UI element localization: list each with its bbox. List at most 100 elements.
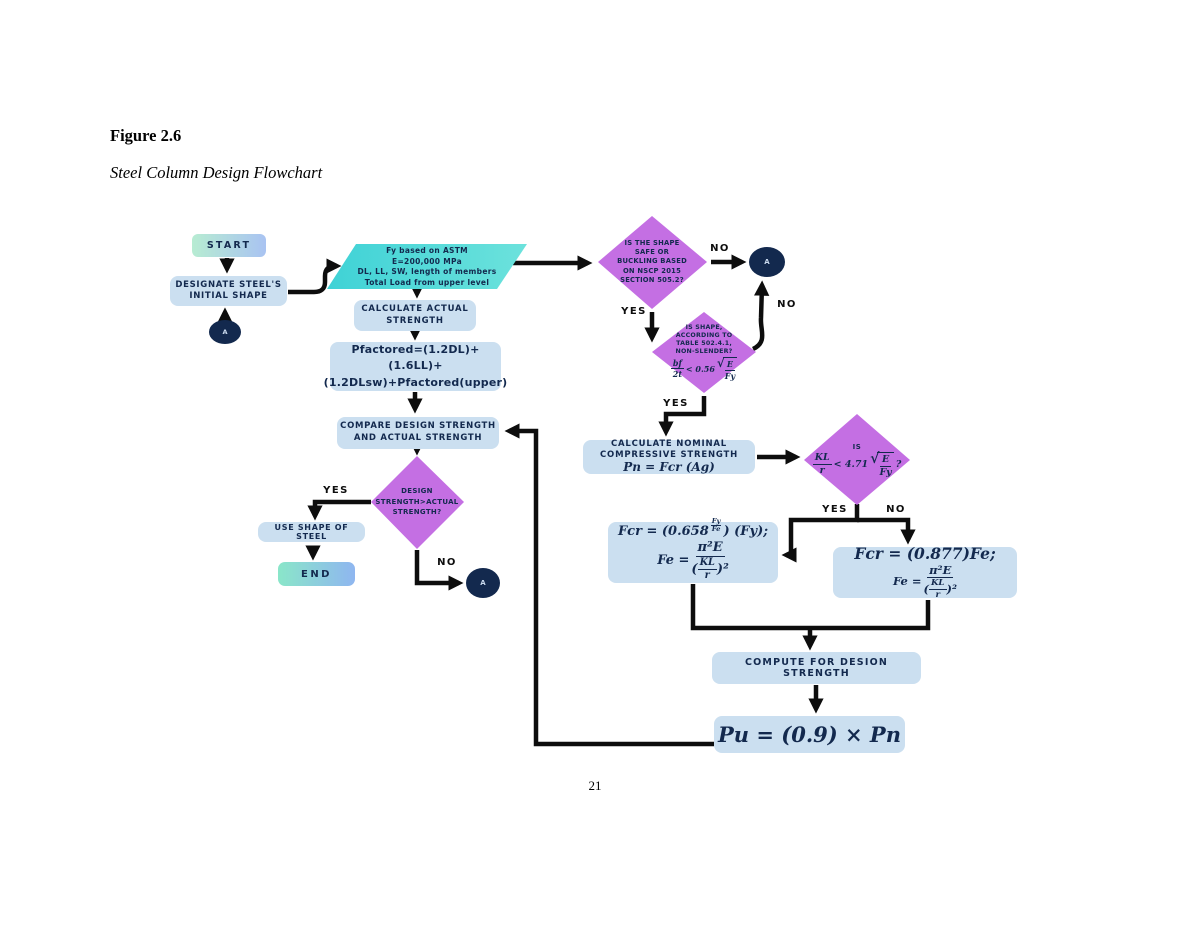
edge-decision-slender-no	[751, 280, 770, 352]
slender-sqrt-num: E	[724, 359, 736, 371]
decision-strength-line1: DESIGN	[401, 487, 433, 496]
calc-nominal-line1: CALCULATE NOMINAL	[611, 438, 727, 449]
input-line3: DL, LL, SW, length of members	[357, 267, 497, 276]
label-no-decision-strength: NO	[437, 557, 457, 568]
pfactored-node: Pfactored=(1.2DL)+(1.6LL)+ (1.2DLsw)+Pfa…	[324, 342, 507, 391]
kl-suffix: ?	[895, 459, 902, 470]
fe-num: π²E	[695, 540, 725, 557]
label-yes-decision-shape: YES	[621, 306, 647, 317]
connector-a-bottom: A	[466, 568, 500, 598]
input-node-text: Fy based on ASTM E=200,000 MPa DL, LL, S…	[338, 246, 516, 288]
fe-lhs: Fe =	[657, 553, 690, 569]
connector-a-left: A	[209, 320, 241, 344]
decision-slender-line4: NON-SLENDER?	[675, 348, 733, 356]
compute-label: COMPUTE FOR DESION STRENGTH	[744, 657, 889, 679]
start-node: START	[192, 234, 266, 257]
input-line2: E=200,000 MPa	[392, 256, 462, 266]
calc-actual-line2: STRENGTH	[386, 315, 444, 326]
page-number: 21	[588, 778, 602, 793]
fe-den-den: r	[935, 589, 940, 600]
designate-node: DESIGNATE STEEL'S INITIAL SHAPE	[170, 276, 287, 306]
fcr-inelastic-pre: Fcr = (0.658	[617, 523, 709, 539]
calc-nominal-line2: COMPRESSIVE STRENGTH	[600, 449, 738, 460]
kl-sqrt-num: E	[879, 453, 892, 467]
fe-den-num: KL	[697, 557, 717, 571]
pfactored-line1: Pfactored=(1.2DL)+(1.6LL)+	[351, 342, 480, 373]
decision-shape-line4: ON NSCP 2015	[622, 266, 682, 275]
slender-sqrt-den: Fy	[724, 370, 736, 381]
decision-shape-diamond	[598, 216, 707, 309]
edge-decision-kl-yes	[781, 504, 860, 563]
edge-pu-compare-feedback	[504, 423, 714, 747]
compare-line1: COMPARE DESIGN STRENGTH	[340, 421, 496, 432]
calc-actual-node: CALCULATE ACTUAL STRENGTH	[354, 300, 476, 331]
pfactored-line2: (1.2DLsw)+Pfactored(upper)	[323, 375, 508, 389]
fcr-inelastic-post: ) (Fy);	[723, 523, 769, 539]
edge-decision-slender-yes	[658, 396, 707, 437]
kl-relation: < 4.71	[833, 459, 869, 470]
connector-a-label: A	[764, 258, 770, 266]
decision-slender-line2: ACCORDING TO	[675, 331, 733, 339]
decision-shape-line3: BUCKLING BASED	[617, 257, 687, 266]
decision-slender-diamond	[652, 312, 756, 393]
figure-title: Steel Column Design Flowchart	[110, 163, 323, 182]
decision-shape-line2: SAFE OR	[634, 248, 670, 257]
fe-den-close: )²	[946, 582, 957, 597]
decision-strength-line2: STRENGTH>ACTUAL	[375, 497, 459, 506]
decision-strength-diamond	[371, 456, 464, 549]
radical-sign: √	[870, 450, 880, 467]
fe-lhs: Fe =	[893, 574, 922, 589]
connector-a-label: A	[480, 579, 486, 587]
decision-strength-text: DESIGN STRENGTH>ACTUAL STRENGTH?	[372, 479, 462, 525]
decision-slender-line3: TABLE 502.4.1,	[676, 340, 732, 348]
use-shape-label: USE SHAPE OF STEEL	[274, 523, 349, 541]
end-label: END	[300, 568, 332, 580]
pu-node: Pu = (0.9) × Pn	[714, 716, 905, 753]
label-no-decision-slender: NO	[777, 299, 797, 310]
slender-frac-num: bf	[670, 357, 684, 370]
compute-node: COMPUTE FOR DESION STRENGTH	[712, 652, 921, 684]
decision-shape-text: IS THE SHAPE SAFE OR BUCKLING BASED ON N…	[600, 231, 704, 293]
calc-actual-line1: CALCULATE ACTUAL	[361, 304, 469, 315]
fcr-sup-den: Fe	[711, 524, 721, 533]
label-yes-decision-kl: YES	[822, 504, 848, 515]
decision-shape-line5: SECTION 505.2?	[620, 275, 684, 284]
fe-num: π²E	[927, 562, 954, 578]
label-yes-decision-strength: YES	[323, 485, 349, 496]
decision-strength-line3: STRENGTH?	[392, 508, 442, 517]
compare-line2: AND ACTUAL STRENGTH	[353, 433, 483, 443]
input-parallelogram	[327, 244, 527, 289]
end-node: END	[278, 562, 355, 586]
label-no-decision-kl: NO	[886, 504, 906, 515]
connector-a-label: A	[222, 328, 228, 336]
designate-line2: INITIAL SHAPE	[189, 291, 268, 301]
input-line1: Fy based on ASTM	[386, 246, 468, 255]
fcr-sup-num: Fy	[710, 517, 722, 526]
decision-kl-prefix: IS	[852, 442, 862, 451]
slender-relation: < 0.56	[685, 363, 715, 374]
edge-decision-strength-yes	[307, 499, 371, 521]
kl-frac-num: KL	[812, 452, 832, 465]
fcr-elastic-line1: Fcr = (0.877)Fe;	[854, 544, 996, 564]
fe-den-den: r	[704, 570, 710, 582]
designate-line1: DESIGNATE STEEL'S	[175, 279, 282, 290]
decision-kl-diamond	[804, 414, 910, 505]
decision-shape-line1: IS THE SHAPE	[624, 239, 680, 248]
fe-den-num: KL	[928, 578, 947, 590]
use-shape-node: USE SHAPE OF STEEL	[258, 522, 365, 542]
fe-den-open: (	[691, 561, 698, 577]
start-label: START	[206, 240, 252, 251]
fe-den-open: (	[923, 582, 929, 597]
decision-slender-text: IS SHAPE, ACCORDING TO TABLE 502.4.1, NO…	[654, 321, 754, 383]
radical-sign: √	[716, 356, 725, 371]
compare-node: COMPARE DESIGN STRENGTH AND ACTUAL STREN…	[337, 417, 499, 449]
decision-slender-line1: IS SHAPE,	[685, 323, 723, 331]
